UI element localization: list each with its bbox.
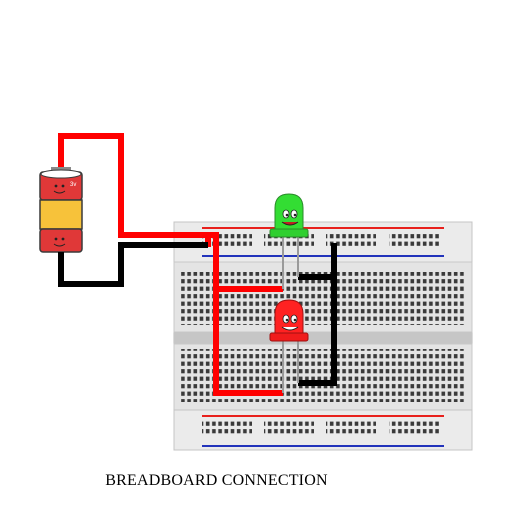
center-channel [174,332,472,344]
upper-terminal-holes [181,272,465,325]
led-feed-wire [208,232,283,396]
battery-label: 3v [70,182,76,188]
wires [58,133,337,396]
green-led [269,193,309,289]
battery: 3v [39,167,83,253]
ground-wire [58,242,208,287]
breadboard [173,221,473,451]
return-wire [298,243,337,386]
red-led [269,299,309,393]
diagram-caption: BREADBOARD CONNECTION [105,472,328,489]
bottom-rail-holes [202,421,439,436]
